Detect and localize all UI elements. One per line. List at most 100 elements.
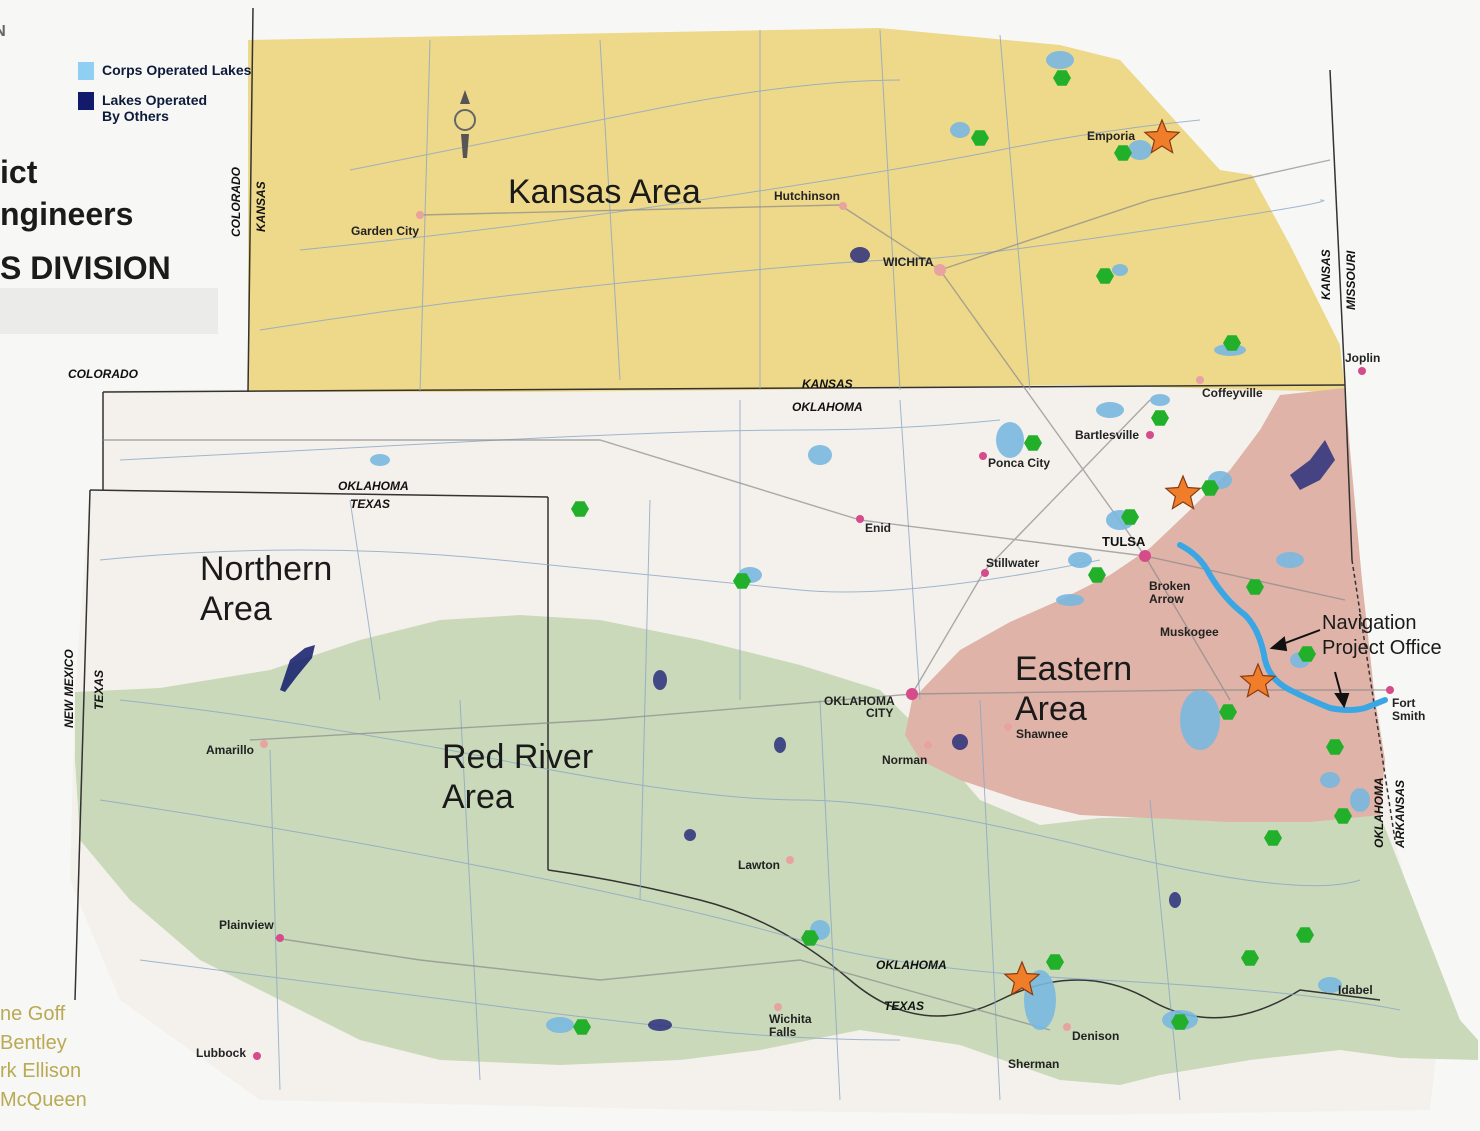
state-oklahoma-top: OKLAHOMA	[792, 400, 863, 414]
state-oklahoma-south: OKLAHOMA	[876, 958, 947, 972]
hexagon-icon	[1241, 950, 1259, 966]
credit-line-4: McQueen	[0, 1088, 87, 1111]
hexagon-icon	[1121, 509, 1139, 525]
title-line-3: S DIVISION	[0, 250, 171, 286]
city-muskogee: Muskogee	[1160, 625, 1219, 639]
credits: ne Goff Bentley rk Ellison McQueen	[0, 1000, 87, 1114]
city-fort-smith-2: Smith	[1392, 709, 1425, 723]
legend-others-label-2: By Others	[102, 108, 169, 124]
map-legend: Corps Operated Lakes Lakes Operated By O…	[78, 62, 251, 136]
hexagon-icon	[1024, 435, 1042, 451]
hexagon-icon	[1246, 579, 1264, 595]
city-broken-arrow-2: Arrow	[1149, 592, 1184, 606]
title-line-1: ict	[0, 154, 38, 190]
star-icon	[1003, 960, 1041, 996]
city-bartlesville: Bartlesville	[1075, 428, 1139, 442]
eastern-area-label-1: Eastern	[1015, 650, 1132, 688]
city-idabel: Idabel	[1338, 983, 1373, 997]
hexagon-icon	[1096, 268, 1114, 284]
city-okc-2: CITY	[866, 706, 893, 720]
navigation-channel	[1177, 542, 1388, 713]
state-kansas-vert: KANSAS	[254, 181, 268, 232]
hexagon-icon	[1053, 70, 1071, 86]
nav-office-label-2: Project Office	[1322, 637, 1442, 659]
legend-others-label-1: Lakes Operated	[102, 92, 208, 108]
corps-lake-swatch	[78, 62, 94, 80]
legend-others-row: Lakes Operated By Others	[78, 92, 251, 124]
credit-line-1: ne Goff	[0, 1003, 66, 1025]
city-broken-arrow-1: Broken	[1149, 579, 1190, 593]
city-amarillo: Amarillo	[206, 743, 254, 757]
city-lawton: Lawton	[738, 858, 780, 872]
state-arkansas: ARKANSAS	[1393, 780, 1407, 849]
state-texas-south: TEXAS	[884, 999, 924, 1013]
hexagon-icon	[1046, 954, 1064, 970]
hexagon-icon	[1201, 480, 1219, 496]
city-hutchinson: Hutchinson	[774, 189, 840, 203]
kansas-area-region	[248, 28, 1345, 392]
hexagon-icon	[1219, 704, 1237, 720]
city-wichita: WICHITA	[883, 255, 934, 269]
title-line-2: ngineers	[0, 196, 134, 232]
state-kansas-east: KANSAS	[1319, 249, 1333, 300]
svg-text:N: N	[0, 23, 6, 40]
city-enid: Enid	[865, 521, 891, 535]
hexagon-icon	[1223, 335, 1241, 351]
eastern-area-region	[905, 388, 1385, 822]
callout-arrows	[1269, 629, 1350, 709]
hexagon-icon	[1171, 1014, 1189, 1030]
star-icon	[1164, 474, 1202, 510]
city-wichita-falls-2: Falls	[769, 1025, 797, 1039]
city-garden-city: Garden City	[351, 224, 419, 238]
credit-line-2: Bentley	[0, 1031, 67, 1054]
north-arrow-icon	[454, 90, 476, 158]
hexagon-icon	[801, 930, 819, 946]
state-texas-pan: TEXAS	[350, 497, 390, 511]
city-emporia: Emporia	[1087, 129, 1135, 143]
city-sherman: Sherman	[1008, 1057, 1059, 1071]
city-denison: Denison	[1072, 1029, 1119, 1043]
city-joplin: Joplin	[1345, 351, 1380, 365]
city-shawnee: Shawnee	[1016, 727, 1068, 741]
hexagon-icon	[1151, 410, 1169, 426]
hexagon-icon	[571, 501, 589, 517]
city-lubbock: Lubbock	[196, 1046, 246, 1060]
red-river-area-label-1: Red River	[442, 738, 593, 776]
hexagon-icon	[1264, 830, 1282, 846]
state-texas-vert: TEXAS	[92, 670, 106, 710]
hexagon-icon	[1088, 567, 1106, 583]
city-tulsa: TULSA	[1102, 534, 1146, 549]
city-plainview: Plainview	[219, 918, 274, 932]
city-stillwater: Stillwater	[986, 556, 1040, 570]
hexagon-icon	[971, 130, 989, 146]
legend-corps-row: Corps Operated Lakes	[78, 62, 251, 80]
star-icon	[1239, 662, 1277, 698]
others-lake-swatch	[78, 92, 94, 110]
city-coffeyville: Coffeyville	[1202, 386, 1263, 400]
city-fort-smith-1: Fort	[1392, 696, 1415, 710]
northern-area-label-1: Northern	[200, 550, 332, 588]
hexagon-icon	[1334, 808, 1352, 824]
legend-others-label: Lakes Operated By Others	[102, 92, 207, 124]
city-norman: Norman	[882, 753, 927, 767]
city-okc-1: OKLAHOMA	[824, 694, 895, 708]
city-ponca-city: Ponca City	[988, 456, 1050, 470]
state-oklahoma-east: OKLAHOMA	[1372, 777, 1386, 848]
hexagon-icon	[1298, 646, 1316, 662]
kansas-area-label: Kansas Area	[508, 173, 701, 211]
credit-line-3: rk Ellison	[0, 1060, 82, 1082]
legend-corps-label: Corps Operated Lakes	[102, 62, 252, 78]
red-river-area-region	[75, 615, 1478, 1085]
state-colorado-left: COLORADO	[68, 367, 139, 381]
city-wichita-falls-1: Wichita	[769, 1012, 812, 1026]
state-oklahoma-pan: OKLAHOMA	[338, 479, 409, 493]
hexagon-icon	[1296, 927, 1314, 943]
eastern-area-label-2: Area	[1015, 690, 1087, 728]
state-missouri: MISSOURI	[1344, 250, 1358, 310]
hexagon-icon	[1114, 145, 1132, 161]
state-kansas-top: KANSAS	[802, 377, 853, 391]
northern-area-label-2: Area	[200, 590, 272, 628]
red-river-area-label-2: Area	[442, 778, 514, 816]
state-colorado-vert: COLORADO	[229, 166, 243, 237]
